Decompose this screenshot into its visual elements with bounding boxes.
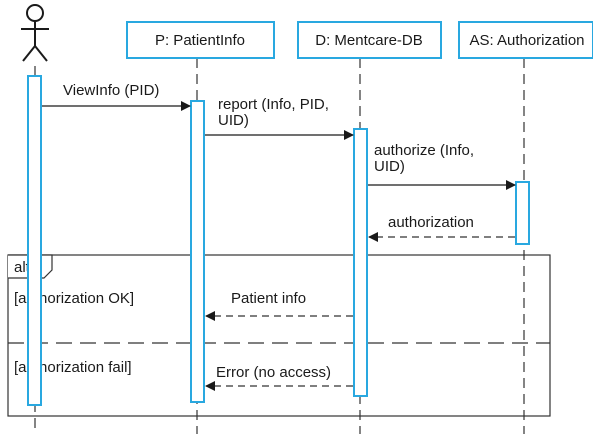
actor-leg-right [34,45,48,62]
activation-mentcare-db [353,128,368,397]
message-authorization-return: authorization [368,214,515,242]
message-label-viewinfo: ViewInfo (PID) [63,82,159,99]
alt-operator-label: alt [14,259,31,276]
participant-label-patientinfo: P: PatientInfo [155,32,245,49]
activation-actor [27,75,42,406]
message-label-report-line1: report (Info, PID, [218,96,329,113]
message-patient-info-return: Patient info [205,290,353,321]
actor-leg-left [22,45,36,62]
guard-authorization-fail: [authorization fail] [14,359,132,376]
alt-fragment: alt [authorization OK] [authorization fa… [7,254,551,417]
activation-authorization [515,181,530,245]
actor-figure [21,4,49,62]
actor-head [26,4,44,22]
message-label-authorization-return: authorization [388,214,474,231]
message-error-return: Error (no access) [205,364,353,391]
message-label-patient-info-return: Patient info [231,290,306,307]
participant-box-mentcare-db: D: Mentcare-DB [297,21,442,59]
participant-label-mentcare-db: D: Mentcare-DB [315,32,423,49]
message-report: report (Info, PID, UID) [205,96,354,140]
participant-box-patientinfo: P: PatientInfo [126,21,275,59]
message-label-authorize-line1: authorize (Info, [374,142,474,159]
message-label-authorize-line2: UID) [374,158,405,175]
message-viewinfo: ViewInfo (PID) [42,82,191,111]
message-authorize: authorize (Info, UID) [368,142,516,190]
participant-label-authorization: AS: Authorization [469,32,584,49]
alt-fragment-frame [7,254,551,417]
message-label-error-return: Error (no access) [216,364,331,381]
activation-patientinfo [190,100,205,403]
message-label-report-line2: UID) [218,112,249,129]
participant-box-authorization: AS: Authorization [458,21,593,59]
guard-authorization-ok: [authorization OK] [14,290,134,307]
